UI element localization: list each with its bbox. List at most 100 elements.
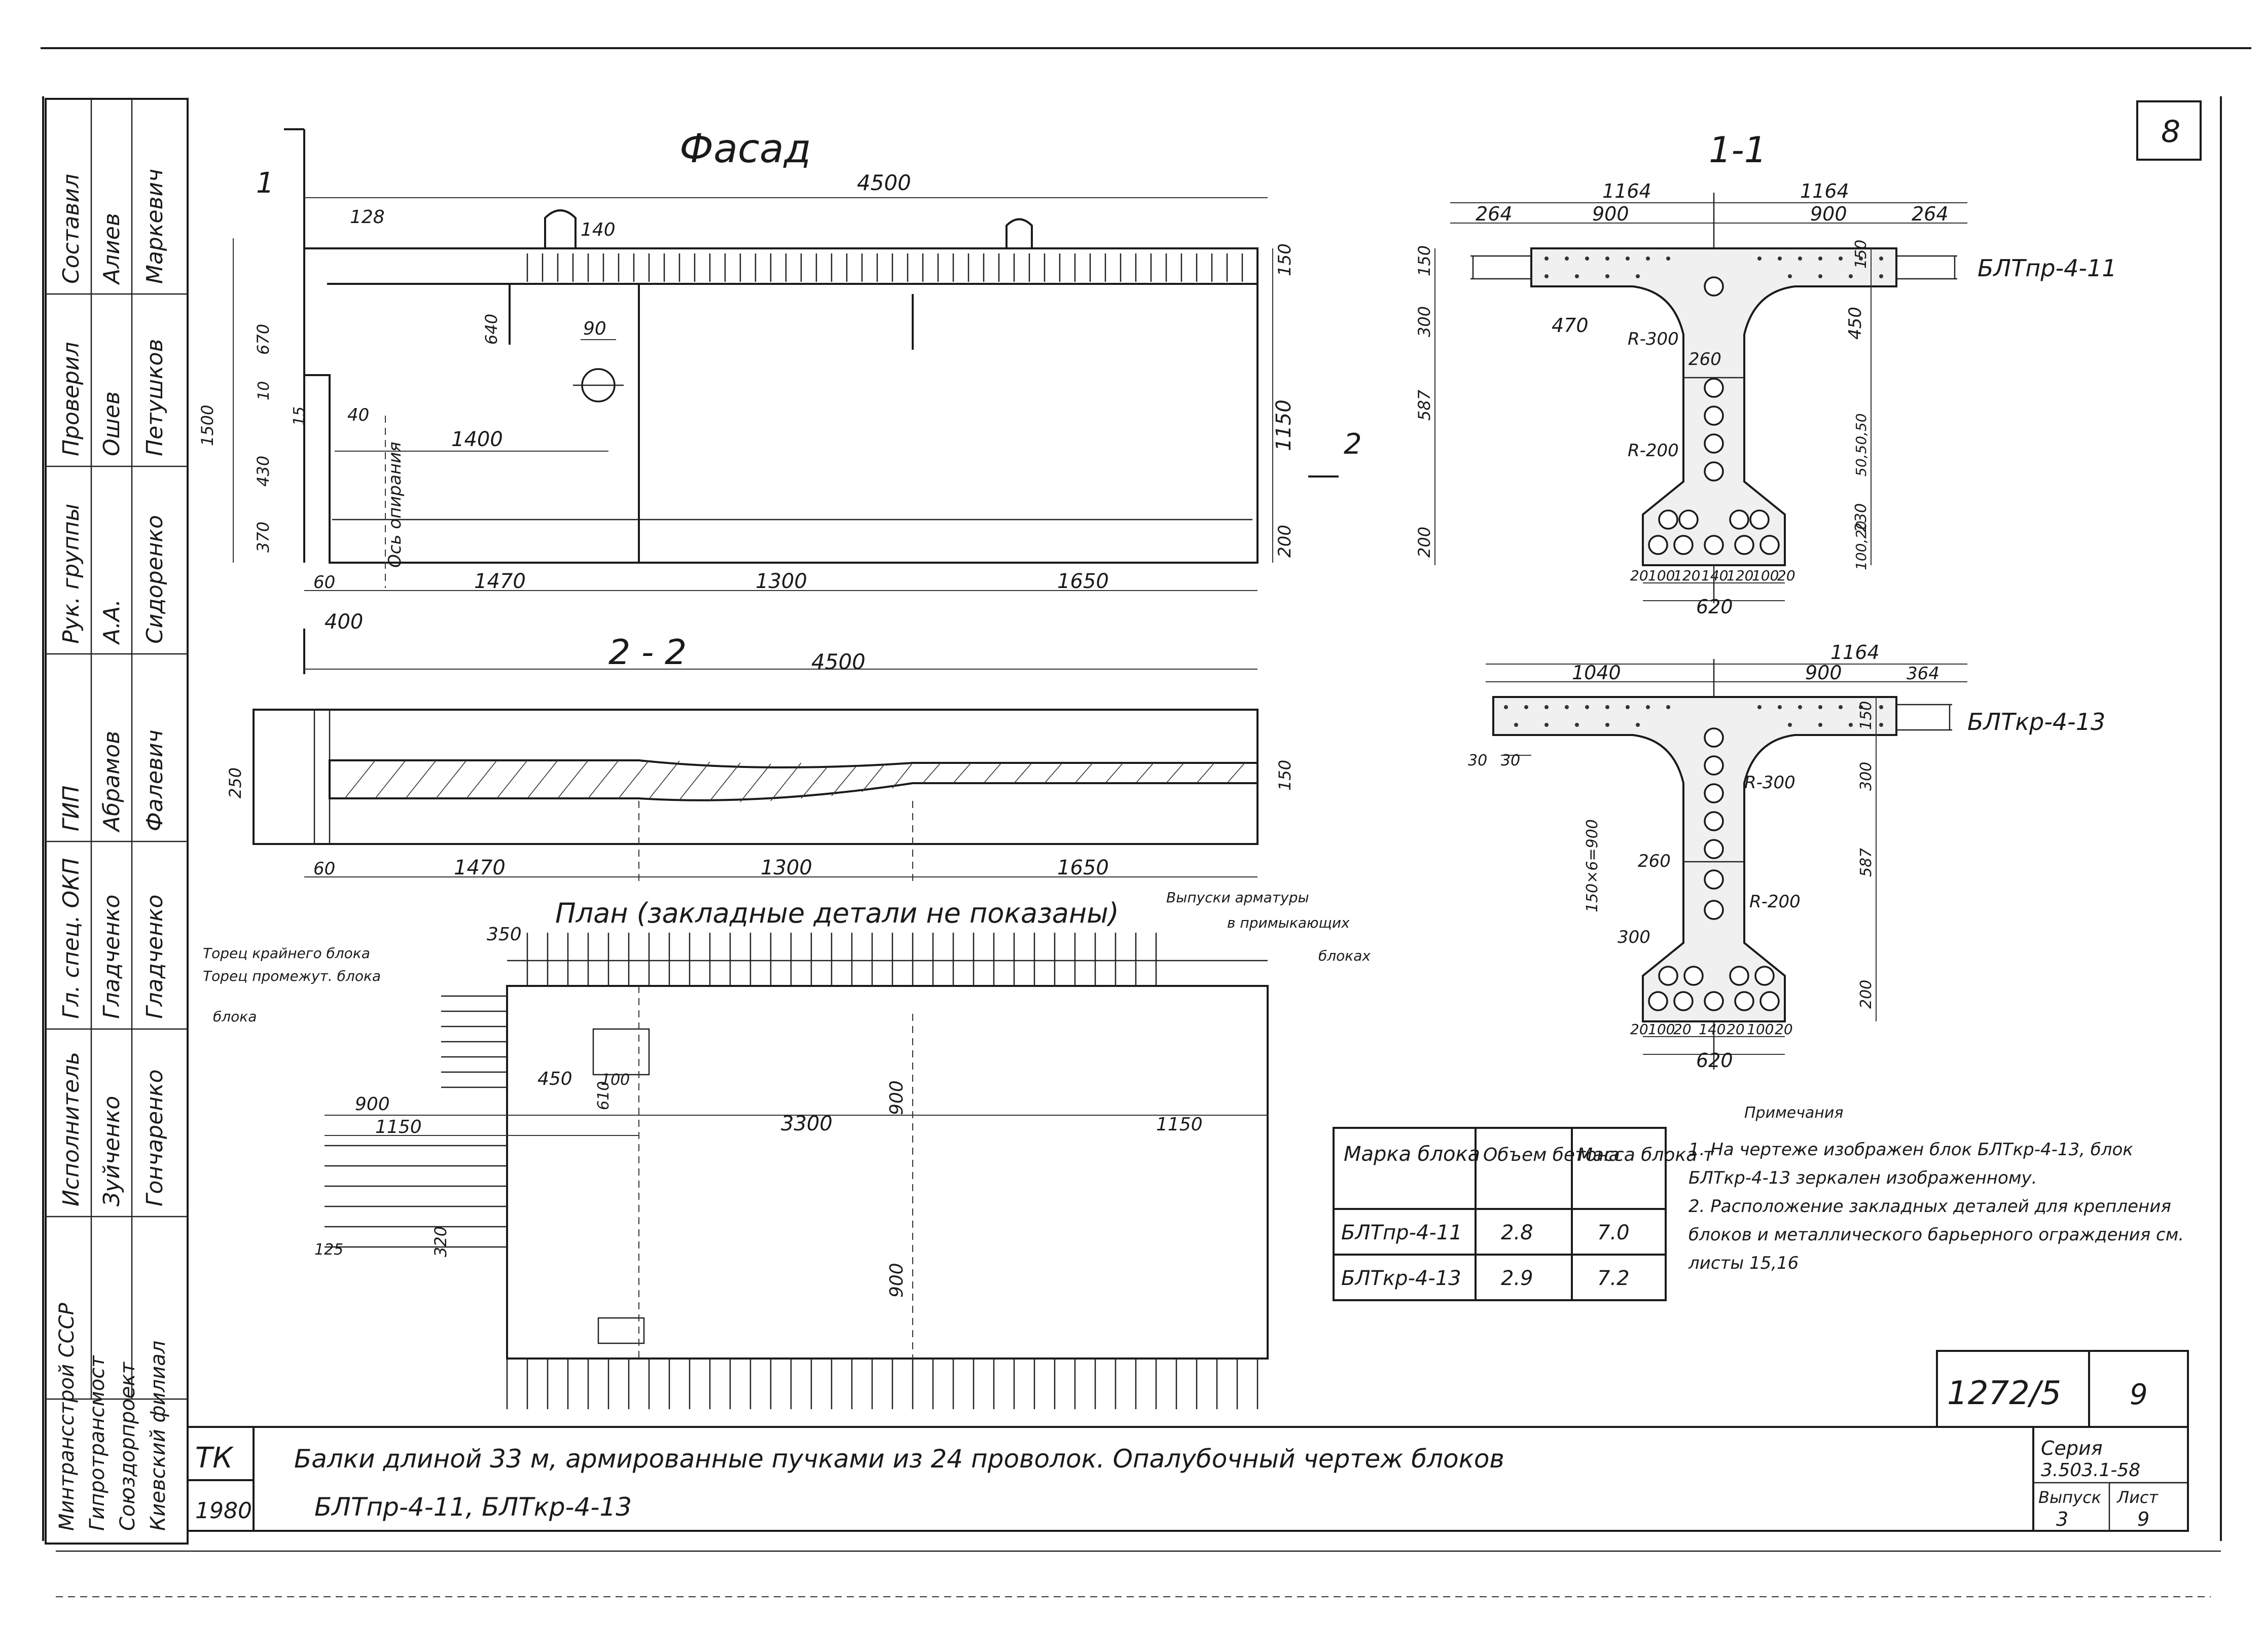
sec-mark-2: 2 bbox=[1344, 428, 1362, 461]
plan-rebar-top bbox=[526, 933, 1157, 986]
sec22-bdim-1470: 1470 bbox=[454, 856, 506, 879]
plan-dim-1150a: 1150 bbox=[375, 1117, 422, 1137]
seckr-bwidth: 620 bbox=[1696, 1049, 1733, 1072]
facade-dim-40: 40 bbox=[347, 405, 369, 425]
seckr-mark: БЛТкр-4-13 bbox=[1967, 708, 2105, 736]
sec11-dim-900b: 900 bbox=[1810, 203, 1847, 225]
org-line-4: Киевский филиал bbox=[147, 1341, 170, 1531]
seckr-dim-30a: 30 bbox=[1468, 752, 1487, 769]
notes-block: 1. На чертеже изображен блок БЛТкр-4-13,… bbox=[1688, 1135, 2190, 1277]
seckr-rdim-200: 200 bbox=[1857, 980, 1875, 1009]
facade-view: Фасад 1 2 4500 128 140 90 1400 40 bbox=[198, 126, 1362, 593]
stamp-r6-name: Гончаренко bbox=[142, 1070, 168, 1206]
archive-number: 1272/5 bbox=[1947, 1375, 2061, 1412]
plan-note-l2: Торец промежут. блока bbox=[203, 968, 381, 984]
facade-dim-90: 90 bbox=[583, 318, 606, 339]
sec11-ldim-587: 587 bbox=[1415, 389, 1434, 421]
stamp-r3-sign: А.А. bbox=[99, 599, 125, 645]
facade-axis-label: Ось опирания bbox=[385, 442, 405, 568]
org-line-2: Гипротрансмост bbox=[86, 1355, 109, 1531]
facade-title: Фасад bbox=[679, 126, 811, 172]
facade-dim-1150: 1150 bbox=[1272, 399, 1296, 451]
plan-note-l3: блока bbox=[213, 1008, 257, 1025]
sec11-bdim-1: 100 bbox=[1648, 567, 1675, 584]
spec-h2: Объем бетона bbox=[1483, 1145, 1620, 1165]
seckr-dim-300: 300 bbox=[1618, 927, 1650, 947]
spec-r1-mass: 7.0 bbox=[1597, 1221, 1630, 1244]
seckr-dim-r300: R-300 bbox=[1744, 773, 1795, 793]
stamp-r2-name: Петушков bbox=[142, 339, 168, 456]
sec11-dim-r200: R-200 bbox=[1628, 440, 1679, 461]
stamp-r2-sign: Ошев bbox=[99, 391, 125, 456]
stamp-r4-sign: Абрамов bbox=[99, 731, 125, 833]
plan-dim-610: 610 bbox=[595, 1081, 613, 1110]
seckr-bdim-2: 20 bbox=[1673, 1021, 1692, 1038]
seckr-bdim-0: 20 bbox=[1630, 1021, 1648, 1038]
org-line-1: Минтрансстрой СССР bbox=[55, 1302, 79, 1531]
facade-dim-140: 140 bbox=[581, 219, 616, 240]
spec-r1-vol: 2.8 bbox=[1501, 1221, 1533, 1244]
spec-r1-mark: БЛТпр-4-11 bbox=[1341, 1221, 1462, 1244]
sec11-title: 1-1 bbox=[1709, 129, 1767, 171]
facade-dim-150: 150 bbox=[1275, 243, 1295, 276]
tb-issue-label: Выпуск bbox=[2038, 1488, 2102, 1507]
note-1: 1. На чертеже изображен блок БЛТкр-4-13,… bbox=[1688, 1140, 2133, 1188]
seckr-dim-30b: 30 bbox=[1501, 752, 1520, 769]
facade-bdim-1470: 1470 bbox=[474, 570, 526, 593]
stamp-r1-role: Составил bbox=[58, 174, 84, 284]
sec11-dim-260: 260 bbox=[1688, 349, 1721, 370]
plan-rebar-bottom bbox=[506, 1359, 1259, 1409]
sec22-bdim-1650: 1650 bbox=[1057, 856, 1109, 879]
stamp-r1-sign: Алиев bbox=[99, 213, 125, 285]
seckr-dim-150x6: 150×6=900 bbox=[1584, 819, 1601, 912]
stamp-r4-role: ГИП bbox=[58, 785, 84, 831]
sec11-ldim-200: 200 bbox=[1415, 527, 1434, 558]
seckr-bdim-1: 100 bbox=[1648, 1021, 1675, 1038]
tb-year: 1980 bbox=[195, 1498, 252, 1524]
seckr-dim-364: 364 bbox=[1907, 664, 1939, 684]
plan-title: План (закладные детали не показаны) bbox=[555, 897, 1119, 929]
sheet-number: 8 bbox=[2161, 114, 2180, 150]
seckr-dim-900: 900 bbox=[1805, 662, 1842, 684]
plan-dim-100: 100 bbox=[601, 1071, 630, 1089]
plan-dim-900a: 900 bbox=[355, 1094, 390, 1115]
notes-title: Примечания bbox=[1744, 1104, 1843, 1122]
tb-issue-value: 3 bbox=[2056, 1508, 2068, 1530]
facade-vdim-15: 15 bbox=[291, 407, 308, 426]
plan-dim-450: 450 bbox=[537, 1069, 572, 1089]
plan-dim-320: 320 bbox=[431, 1226, 450, 1257]
plan-dim-125: 125 bbox=[314, 1241, 343, 1259]
sec11-rdim-230: 230 bbox=[1852, 503, 1870, 532]
seckr-rdim-587: 587 bbox=[1857, 848, 1875, 877]
facade-vdim-370: 370 bbox=[254, 522, 273, 553]
plan-rebar-left bbox=[325, 995, 507, 1248]
stamp-r2-role: Проверил bbox=[58, 342, 84, 456]
sec22-bdim-60: 60 bbox=[313, 859, 335, 879]
sec11-dim-900a: 900 bbox=[1592, 203, 1629, 225]
sec11-dim-264a: 264 bbox=[1476, 203, 1513, 225]
side-stamp: Составил Алиев Маркевич Проверил Ошев Пе… bbox=[45, 98, 189, 1545]
facade-vdim-1500: 1500 bbox=[198, 405, 217, 446]
facade-bdim-1650: 1650 bbox=[1057, 570, 1109, 593]
sec11-rdim-505050: 50,50,50 bbox=[1853, 413, 1870, 476]
archive-page: 9 bbox=[2130, 1378, 2148, 1411]
seckr-dim-260: 260 bbox=[1638, 851, 1671, 871]
plan-dim-900b: 900 bbox=[886, 1080, 907, 1115]
section-kr: 1164 1040 900 364 30 30 150×6=900 R-300 … bbox=[1468, 641, 2105, 1072]
title-block: 1272/5 9 ТК 1980 Балки длиной 33 м, арми… bbox=[187, 1350, 2189, 1532]
stamp-r5-sign: Гладченко bbox=[99, 895, 125, 1019]
facade-vdim-10: 10 bbox=[255, 381, 273, 400]
plan-note-r2: в примыкающих bbox=[1227, 914, 1350, 931]
seckr-bdim-3: 140 bbox=[1699, 1021, 1726, 1038]
facade-dim-200: 200 bbox=[1275, 525, 1295, 558]
section-2-2: 2 - 2 400 4500 250 150 60 1470 1300 1650 bbox=[226, 610, 1295, 882]
sec22-dim-150: 150 bbox=[1275, 760, 1295, 791]
sec11-mark: БЛТпр-4-11 bbox=[1978, 254, 2117, 282]
stamp-r3-role: Рук. группы bbox=[58, 504, 84, 644]
sec11-bwidth: 620 bbox=[1696, 596, 1733, 618]
facade-dim-4500: 4500 bbox=[857, 170, 911, 195]
stamp-r1-name: Маркевич bbox=[142, 169, 168, 284]
sec11-bdim-2: 120 bbox=[1673, 567, 1700, 584]
sec11-dim-264b: 264 bbox=[1912, 203, 1949, 225]
spec-r2-mark: БЛТкр-4-13 bbox=[1341, 1267, 1461, 1290]
